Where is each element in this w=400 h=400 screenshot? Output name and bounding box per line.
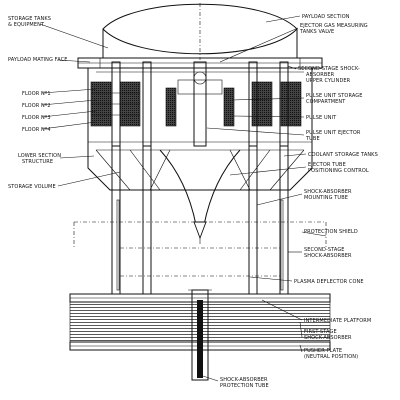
- label-lower-section-structure: LOWER SECTION STRUCTURE: [18, 153, 63, 165]
- label-ejector-tube-positioning: EJECTOR TUBE POSITIONING CONTROL: [308, 162, 369, 174]
- label-floor-2: FLOOR Nº2: [22, 103, 51, 109]
- pulse-unit-storage-compartments: [165, 71, 235, 127]
- label-pulse-unit-storage: PULSE UNIT STORAGE COMPARTMENT: [306, 93, 364, 105]
- protection-shield-outline: [73, 221, 327, 249]
- lower-section-structure: [87, 142, 313, 191]
- label-intermediate-platform: INTERMEDIATE PLATFORM: [304, 318, 371, 324]
- label-floor-3: FLOOR Nº3: [22, 115, 51, 121]
- label-payload-mating-face: PAYLOAD MATING FACE: [8, 57, 67, 63]
- payload-mating-face-plate: [77, 57, 323, 69]
- label-storage-volume: STORAGE VOLUME: [8, 184, 56, 190]
- storage-modules-right: [251, 81, 302, 127]
- label-ejector-gas: EJECTOR GAS MEASURING TANKS VALVE: [299, 23, 370, 35]
- storage-modules-left: [90, 81, 141, 127]
- lower-columns: [111, 145, 289, 295]
- label-second-stage-shock-absorber: SECOND-STAGE SHOCK-ABSORBER: [304, 247, 352, 259]
- label-payload-section: PAYLOAD SECTION: [302, 14, 350, 20]
- label-pulse-unit-ejector: PULSE UNIT EJECTOR TUBE: [305, 130, 362, 142]
- label-mounting-tube: SHOCK-ABSORBER MOUNTING TUBE: [304, 189, 353, 201]
- shock-absorber-protection-tube: [188, 289, 212, 381]
- label-pulse-unit: PULSE UNIT: [306, 115, 337, 121]
- label-pusher-plate: PUSHER PLATE (NEUTRAL POSITION): [304, 348, 358, 360]
- label-floor-4: FLOOR Nº4: [22, 127, 51, 133]
- leader-lines: [39, 15, 327, 382]
- label-first-stage-shock-absorber: FIRST-STAGE SHOCK-ABSORBER: [304, 329, 352, 341]
- label-plasma-deflector-cone: PLASMA DEFLECTOR CONE: [294, 279, 364, 285]
- ejector-tube: [159, 149, 241, 244]
- label-floor-1: FLOOR Nº1: [22, 91, 51, 97]
- label-storage-tanks: STORAGE TANKS & EQUIPMENT: [8, 16, 53, 28]
- label-second-stage-upper: SECOND-STAGE SHOCK- ABSORBER UPPER CYLIN…: [298, 66, 361, 84]
- payload-section-shape: [102, 3, 298, 60]
- label-protection-shield: PROTECTION SHIELD: [304, 229, 358, 235]
- label-coolant-storage: COOLANT STORAGE TANKS: [308, 152, 378, 158]
- label-protection-tube: SHOCK-ABSORBER PROTECTION TUBE: [220, 377, 269, 389]
